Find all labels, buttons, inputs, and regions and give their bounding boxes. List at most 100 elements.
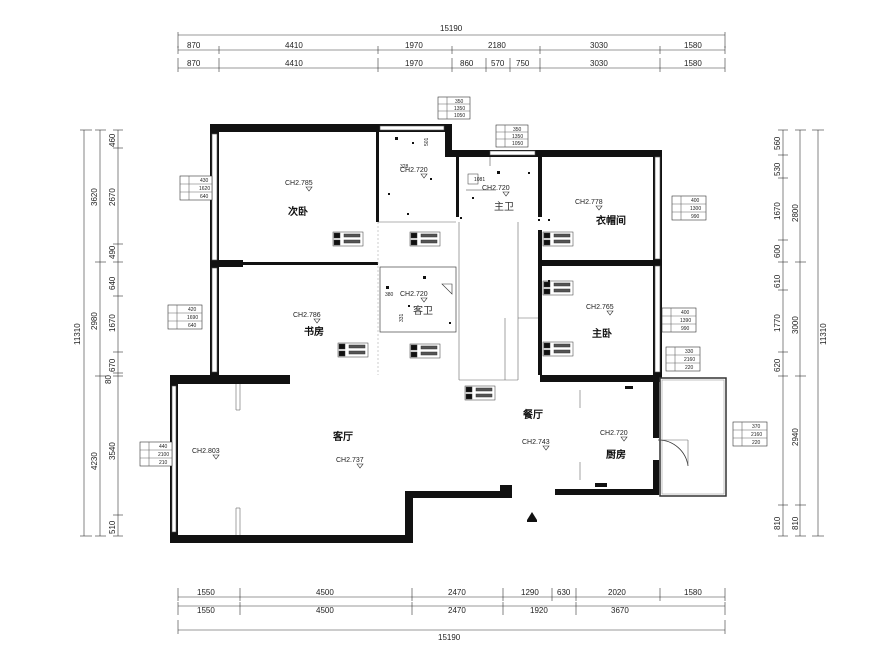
- room-dining: 餐厅: [522, 408, 543, 421]
- window-tag-top-mid: 350 1350 1050: [495, 124, 529, 148]
- tag-top-left-0: 350: [455, 99, 464, 105]
- top-row2-3: 860: [460, 59, 474, 68]
- ch-master-bath: CH2.720: [482, 185, 510, 192]
- tag-right-upper-1: 1300: [690, 206, 701, 212]
- ceiling-heights: CH2.785 CH2.720 CH2.720 CH2.778 CH2.786 …: [192, 167, 628, 469]
- bottom-row2-3: 1920: [530, 606, 548, 615]
- top-row1-1: 4410: [285, 41, 303, 50]
- left-inner-2: 490: [108, 245, 117, 259]
- window-tag-top-left: 350 1350 1050: [437, 96, 471, 120]
- top-row2-1: 4410: [285, 59, 303, 68]
- room-kitchen: 厨房: [606, 448, 626, 461]
- tag-top-left-2: 1050: [454, 113, 465, 119]
- top-row1-5: 1580: [684, 41, 702, 50]
- room-study: 书房: [304, 325, 324, 338]
- ch-bedroom2: CH2.785: [285, 180, 313, 187]
- tag-left-low-0: 440: [159, 444, 168, 450]
- tag-left-mid-2: 640: [188, 323, 197, 329]
- note-1: 328: [400, 164, 409, 170]
- left-outer-1: 2980: [90, 312, 99, 330]
- right-outer-1: 3000: [791, 316, 800, 334]
- bottom-row1-5: 2020: [608, 588, 626, 597]
- switch-tag: [464, 385, 496, 401]
- right-inner-3: 600: [773, 244, 782, 258]
- switch-tag: [337, 342, 369, 358]
- right-outer-3: 810: [791, 516, 800, 530]
- ch-study: CH2.786: [293, 312, 321, 319]
- ch-guest-bath: CH2.720: [400, 291, 428, 298]
- note-2: 1081: [474, 177, 485, 183]
- left-inner-7: 3540: [108, 442, 117, 460]
- room-guest-bath: 客卫: [413, 304, 433, 317]
- top-row2-4: 570: [491, 59, 505, 68]
- right-inner-5: 1770: [773, 314, 782, 332]
- ch-master-bedroom: CH2.765: [586, 304, 614, 311]
- switch-tags: [332, 231, 574, 401]
- tag-top-left-1: 1350: [454, 106, 465, 112]
- bottom-row1-6: 1580: [684, 588, 702, 597]
- tag-left-mid-1: 1690: [187, 315, 198, 321]
- bottom-row1-2: 2470: [448, 588, 466, 597]
- top-total-label: 15190: [440, 24, 463, 33]
- right-total-label: 11310: [819, 323, 828, 345]
- top-row1-3: 2180: [488, 41, 506, 50]
- window-tags: 350 1350 1050 350 1350 1050 430 1620 640…: [139, 96, 768, 467]
- room-labels: 次卧 书房 主卫 客卫 衣帽间 主卧 客厅 餐厅 厨房: [288, 201, 626, 461]
- left-inner-3: 640: [108, 276, 117, 290]
- left-total-label: 11310: [73, 323, 82, 345]
- right-inner-7: 810: [773, 516, 782, 530]
- tag-right-kitchen-2: 220: [752, 440, 761, 446]
- walls: [170, 124, 727, 543]
- ch-living: CH2.737: [336, 457, 364, 464]
- tag-right-upper-0: 400: [691, 198, 700, 204]
- bottom-row2-2: 2470: [448, 606, 466, 615]
- switch-tag: [409, 231, 441, 247]
- window-tag-right-low: 330 2160 220: [665, 346, 701, 372]
- ch-kitchen: CH2.720: [600, 430, 628, 437]
- bottom-row1-0: 1550: [197, 588, 215, 597]
- switch-tag: [542, 231, 574, 247]
- switch-tag: [409, 343, 441, 359]
- tag-right-low-1: 2160: [684, 357, 695, 363]
- top-row2-2: 1970: [405, 59, 423, 68]
- window-tag-left-upper: 430 1620 640: [179, 175, 213, 201]
- right-inner-1: 530: [773, 162, 782, 176]
- left-inner-5: 670: [108, 358, 117, 372]
- tag-top-mid-2: 1050: [512, 141, 523, 147]
- tag-right-low-0: 330: [685, 349, 694, 355]
- room-master-bath: 主卫: [494, 201, 514, 213]
- top-row1-2: 1970: [405, 41, 423, 50]
- bottom-row2-4: 3670: [611, 606, 629, 615]
- switch-tag: [542, 280, 574, 296]
- left-inner-0: 460: [108, 133, 117, 147]
- right-outer-2: 2940: [791, 428, 800, 446]
- bottom-row1-4: 630: [557, 588, 571, 597]
- tag-left-low-1: 2100: [158, 452, 169, 458]
- tag-left-upper-0: 430: [200, 178, 209, 184]
- right-inner-4: 610: [773, 274, 782, 288]
- ch-dining: CH2.743: [522, 439, 550, 446]
- small-notes: 501 328 1081 380 331: [385, 137, 550, 324]
- switch-tag: [542, 341, 574, 357]
- bottom-row2-1: 4500: [316, 606, 334, 615]
- bottom-row1-1: 4500: [316, 588, 334, 597]
- tag-right-mid-2: 990: [681, 326, 690, 332]
- room-master-bedroom: 主卧: [592, 327, 612, 340]
- tag-left-low-2: 210: [159, 460, 168, 466]
- top-row2-7: 1580: [684, 59, 702, 68]
- tag-right-mid-1: 1390: [680, 318, 691, 324]
- tag-right-mid-0: 400: [681, 310, 690, 316]
- tag-left-upper-2: 640: [200, 194, 209, 200]
- top-row2-5: 750: [516, 59, 530, 68]
- top-row1-0: 870: [187, 41, 201, 50]
- window-tag-left-mid: 420 1690 640: [167, 304, 203, 330]
- right-dimensions: 11310 2800 3000 2940 810 560 530 1670 60…: [773, 129, 828, 537]
- left-outer-0: 3620: [90, 188, 99, 206]
- room-cloakroom: 衣帽间: [596, 214, 626, 227]
- room-living: 客厅: [332, 430, 353, 443]
- tag-right-upper-2: 990: [691, 214, 700, 220]
- top-row1-4: 3030: [590, 41, 608, 50]
- left-inner-1: 2670: [108, 188, 117, 206]
